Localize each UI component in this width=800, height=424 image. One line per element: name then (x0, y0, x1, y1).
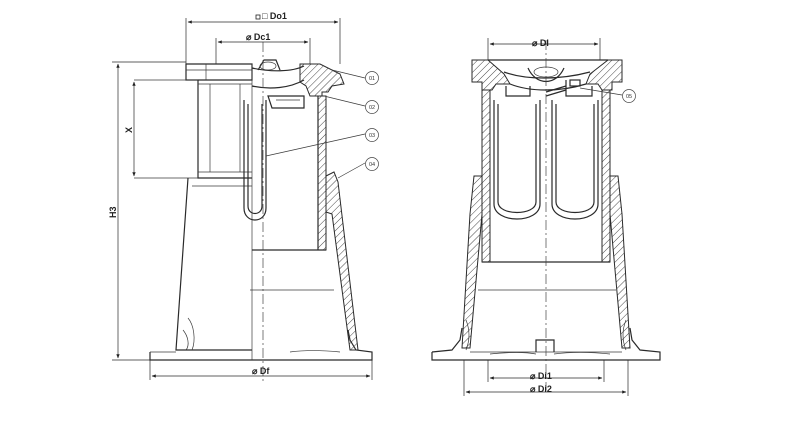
svg-text:02: 02 (369, 105, 375, 111)
frame-left-section (471, 59, 511, 91)
svg-text:04: 04 (369, 162, 375, 168)
u-pipe-outer (243, 100, 267, 221)
cover-top-left (185, 63, 253, 81)
dim-dl-label: ⌀ Dl (532, 38, 549, 48)
outer-sleeve-section (325, 171, 359, 351)
svg-text:05: 05 (626, 94, 632, 100)
dim-df-label: ⌀ Df (252, 366, 270, 376)
dim-di2-label: ⌀ Di2 (530, 384, 552, 394)
right-view: ⌀ Dl ⌀ Di1 ⌀ Di2 05 (431, 38, 661, 396)
cover-wall-section (317, 95, 327, 251)
outer-right-sleeve (609, 175, 631, 349)
right-base (431, 327, 661, 361)
u-pipe-inner (247, 104, 263, 215)
dim-dc1-label: ⌀ Dc1 (246, 32, 270, 42)
callout-05: 05 (622, 89, 636, 103)
callout-02: 02 (365, 100, 379, 114)
frame-section (299, 63, 345, 97)
dim-h3-label: H3 (108, 206, 118, 218)
callout-03: 03 (365, 128, 379, 142)
svg-text:01: 01 (369, 76, 375, 82)
inner-left-wall (481, 89, 491, 263)
dim-x-label: X (124, 127, 134, 133)
outer-left-sleeve (461, 175, 483, 349)
svg-text:03: 03 (369, 133, 375, 139)
dim-do1-label: □ Do1 (262, 11, 287, 21)
lower-body-outline (175, 177, 252, 351)
dim-di1-label: ⌀ Di1 (530, 371, 552, 381)
callout-01: 01 (365, 71, 379, 85)
base-flange (149, 329, 373, 361)
left-view: □ Do1 ⌀ Dc1 X H3 ⌀ Df 01 02 (108, 11, 379, 384)
inner-right-wall (601, 89, 611, 263)
callout-04: 04 (365, 157, 379, 171)
frame-right-section (585, 59, 623, 91)
